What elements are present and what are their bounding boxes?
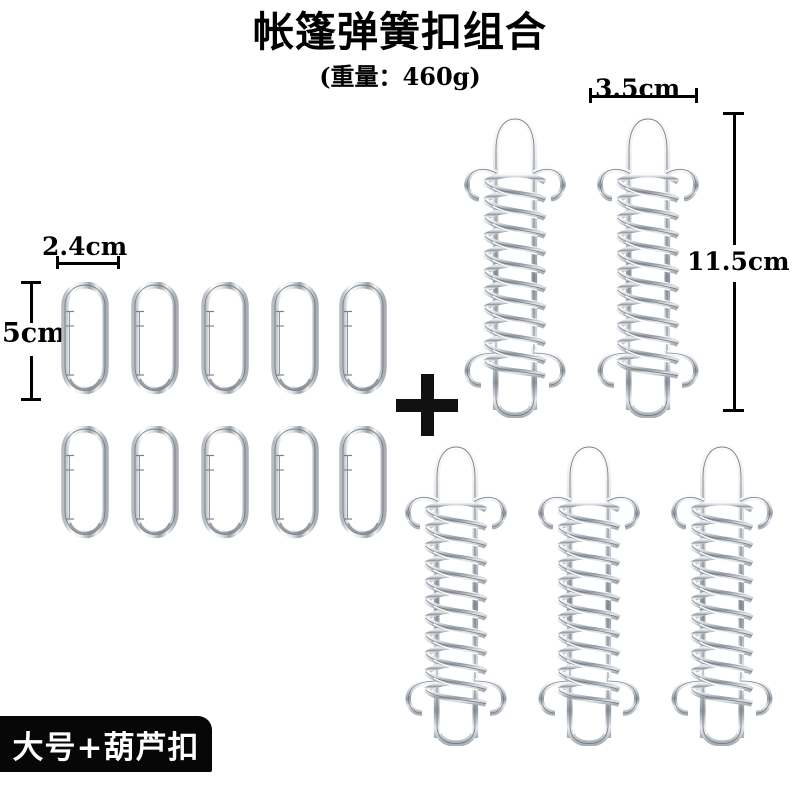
dimension-tick-bottom [21, 398, 41, 401]
dimension-label-spring-height: 11.5cm [687, 247, 790, 276]
carabiner-item [201, 426, 249, 539]
plus-bar-vertical [421, 374, 434, 436]
dimension-line-carabiner-height-upper [30, 281, 33, 323]
carabiner-item [339, 426, 387, 539]
spring-buckle-item [404, 438, 508, 746]
plus-sign-icon [396, 374, 458, 436]
carabiner-item [271, 426, 319, 539]
carabiner-item [201, 282, 249, 395]
dimension-line-spring-height-upper [733, 112, 736, 245]
dimension-label-carabiner-height: 5cm [2, 318, 66, 349]
variant-badge: 大号+葫芦扣 [0, 716, 212, 772]
spring-buckle-item [463, 110, 567, 418]
dimension-tick-left [56, 256, 59, 269]
dimension-label-carabiner-width: 2.4cm [42, 232, 128, 261]
dimension-tick-bottom [723, 409, 744, 412]
dimension-label-spring-width: 3.5cm [595, 74, 681, 103]
dimension-tick-top [723, 112, 744, 115]
dimension-line-carabiner-height-lower [30, 356, 33, 400]
dimension-tick-left [589, 88, 592, 103]
carabiner-item [339, 282, 387, 395]
spring-buckle-item [596, 110, 700, 418]
dimension-line-spring-width [589, 95, 698, 98]
carabiner-item [61, 282, 109, 395]
page-subtitle-weight: (重量：460g) [319, 62, 481, 91]
carabiner-item [131, 426, 179, 539]
dimension-tick-right [695, 88, 698, 103]
carabiner-item [271, 282, 319, 395]
dimension-tick-top [21, 281, 41, 284]
carabiner-item [61, 426, 109, 539]
spring-buckle-item [670, 438, 774, 746]
page-title: 帐篷弹簧扣组合 [253, 8, 547, 56]
dimension-line-carabiner-width [56, 262, 120, 265]
dimension-tick-right [117, 256, 120, 269]
carabiner-item [131, 282, 179, 395]
spring-buckle-item [537, 438, 641, 746]
dimension-line-spring-height-lower [733, 282, 736, 411]
